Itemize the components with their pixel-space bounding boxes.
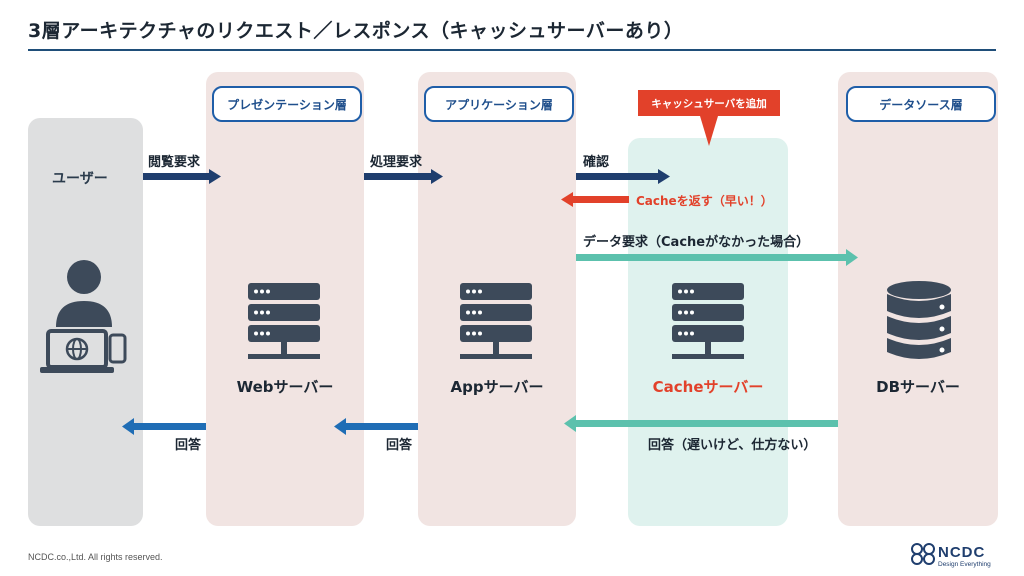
app-response-arrow bbox=[334, 418, 418, 435]
database-icon bbox=[887, 281, 951, 359]
application-layer-label: アプリケーション層 bbox=[424, 86, 574, 122]
cache-return-label: Cacheを返す（早い！） bbox=[636, 194, 773, 208]
page-title: 3層アーキテクチャのリクエスト／レスポンス（キャッシュサーバーあり） bbox=[28, 20, 684, 42]
app-server-icon bbox=[460, 283, 532, 359]
user-label: ユーザー bbox=[52, 171, 108, 187]
web-response-label: 回答 bbox=[386, 438, 413, 453]
web-response-arrow bbox=[122, 418, 206, 435]
user-with-laptop-icon bbox=[40, 260, 127, 373]
data-request-arrow bbox=[576, 249, 858, 266]
cache-server-label: Cacheサーバー bbox=[652, 378, 764, 396]
db-response-label: 回答（遅いけど、仕方ない） bbox=[648, 438, 817, 453]
ncdc-logo-icon bbox=[911, 543, 935, 565]
datasource-layer-label: データソース層 bbox=[846, 86, 996, 122]
brand-name: NCDC bbox=[938, 544, 986, 561]
add-cache-callout: キャッシュサーバを追加 bbox=[638, 90, 780, 116]
check-label: 確認 bbox=[583, 155, 610, 170]
cache-return-arrow bbox=[561, 192, 629, 207]
presentation-layer-label: プレゼンテーション層 bbox=[212, 86, 362, 122]
data-request-label: データ要求（Cacheがなかった場合） bbox=[583, 235, 810, 250]
browse-request-label: 閲覧要求 bbox=[148, 155, 201, 170]
cache-server-icon bbox=[672, 283, 744, 359]
check-arrow bbox=[576, 169, 670, 184]
brand-tagline: Design Everything bbox=[938, 561, 991, 568]
title-divider bbox=[28, 49, 996, 51]
process-request-label: 処理要求 bbox=[370, 155, 423, 170]
app-server-label: Appサーバー bbox=[450, 378, 544, 396]
db-server-label: DBサーバー bbox=[876, 378, 960, 396]
user-response-label: 回答 bbox=[175, 438, 202, 453]
callout-pointer bbox=[700, 116, 718, 146]
web-server-icon bbox=[248, 283, 320, 359]
db-response-arrow bbox=[564, 415, 838, 432]
datasource-layer-column bbox=[838, 72, 998, 526]
browse-request-arrow bbox=[143, 169, 221, 184]
process-request-arrow bbox=[364, 169, 443, 184]
web-server-label: Webサーバー bbox=[236, 378, 334, 396]
copyright-footer: NCDC.co.,Ltd. All rights reserved. bbox=[28, 552, 163, 562]
